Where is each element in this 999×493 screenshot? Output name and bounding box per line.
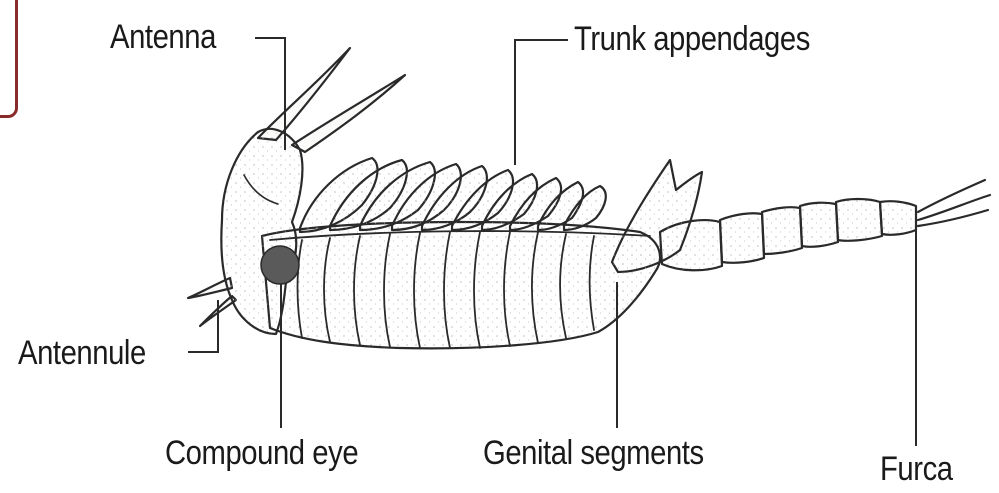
- leader-trunk-appendages: [515, 40, 568, 165]
- tail-segment-6: [880, 201, 916, 235]
- tail-segment-2: [720, 213, 764, 263]
- label-antennule: Antennule: [18, 336, 146, 370]
- furca-bristle-3: [918, 210, 988, 226]
- antenna-right: [292, 75, 405, 152]
- compound-eye: [261, 246, 299, 284]
- label-trunk-appendages: Trunk appendages: [574, 22, 810, 56]
- label-compound-eye: Compound eye: [165, 436, 358, 470]
- tail-segment-3: [762, 207, 802, 254]
- trunk-appendages: [300, 158, 606, 232]
- tail-segment-5: [836, 199, 882, 241]
- leader-antennule: [188, 300, 218, 352]
- furca-bristle-1: [918, 180, 985, 212]
- label-antenna: Antenna: [110, 20, 216, 54]
- animal-body: [188, 48, 990, 348]
- label-furca: Furca: [880, 452, 953, 486]
- tail-segment-4: [800, 203, 838, 247]
- label-genital-segments: Genital segments: [483, 436, 704, 470]
- trunk-body: [262, 222, 660, 348]
